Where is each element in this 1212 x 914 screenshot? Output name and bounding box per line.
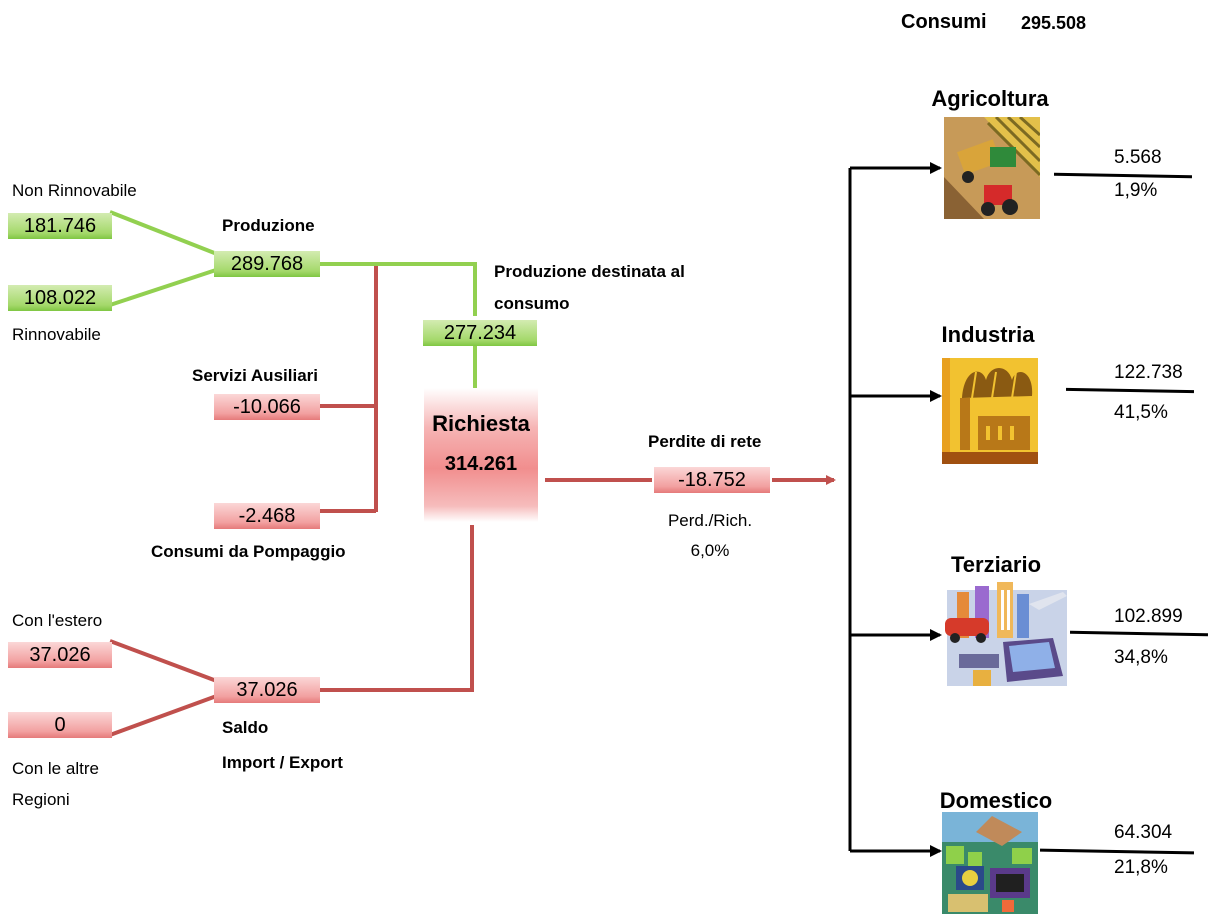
sector-value-agricoltura: 5.568 [1114, 147, 1162, 168]
city-services-icon [943, 582, 1069, 690]
renewable-value: 108.022 [8, 285, 112, 311]
auxiliary-services-label: Servizi Ausiliari [192, 366, 318, 385]
pumping-value: -2.468 [214, 503, 320, 529]
production-lines [109, 210, 477, 390]
foreign-exchange-value: 37.026 [8, 642, 112, 668]
import-export-balance-label-1: Saldo [222, 718, 269, 737]
production-value: 289.768 [214, 251, 320, 277]
sector-value-industria: 122.738 [1114, 362, 1183, 383]
regions-exchange-label-2: Regioni [12, 790, 70, 809]
sector-share-domestico: 21,8% [1114, 857, 1168, 878]
tractor-harvest-icon [944, 117, 1040, 219]
sector-title-domestico: Domestico [939, 788, 1053, 813]
regions-exchange-value: 0 [8, 712, 112, 738]
demand-label: Richiesta [432, 411, 530, 436]
non-renewable-value: 181.746 [8, 213, 112, 239]
import-export-balance-label-2: Import / Export [222, 753, 343, 772]
consumption-total-value: 295.508 [1021, 13, 1087, 33]
auxiliary-services-value: -10.066 [214, 394, 320, 420]
distribution-lines [848, 162, 942, 857]
loss-ratio-label: Perd./Rich. [667, 511, 753, 530]
production-label: Produzione [222, 216, 315, 235]
pumping-label: Consumi da Pompaggio [151, 542, 346, 561]
household-icon [942, 812, 1038, 914]
sector-share-terziario: 34,8% [1114, 647, 1168, 668]
factory-icon [942, 358, 1038, 464]
loss-ratio-value: 6,0% [690, 541, 730, 560]
regions-exchange-label-1: Con le altre [12, 759, 99, 778]
sector-value-terziario: 102.899 [1114, 606, 1183, 627]
consumption-total-label: Consumi [901, 11, 987, 33]
grid-losses-value: -18.752 [654, 467, 770, 493]
non-renewable-label: Non Rinnovabile [12, 181, 137, 200]
sector-share-industria: 41,5% [1114, 402, 1168, 423]
import-export-balance-value: 37.026 [214, 677, 320, 703]
production-for-consumption-label-2: consumo [494, 294, 570, 313]
production-for-consumption-label-1: Produzione destinata al [494, 262, 685, 281]
production-for-consumption-value: 277.234 [423, 320, 537, 346]
sector-title-agricoltura: Agricoltura [931, 86, 1049, 111]
auxiliary-lines [320, 266, 378, 513]
demand-value: 314.261 [444, 453, 518, 475]
foreign-exchange-label: Con l'estero [12, 611, 103, 630]
sector-share-agricoltura: 1,9% [1114, 180, 1158, 201]
demand-box [424, 388, 538, 522]
grid-losses-label: Perdite di rete [648, 432, 762, 451]
sector-title-industria: Industria [941, 322, 1035, 347]
sector-value-domestico: 64.304 [1114, 822, 1173, 843]
sector-title-terziario: Terziario [950, 552, 1042, 577]
renewable-label: Rinnovabile [12, 325, 101, 344]
exchange-lines [109, 525, 474, 737]
